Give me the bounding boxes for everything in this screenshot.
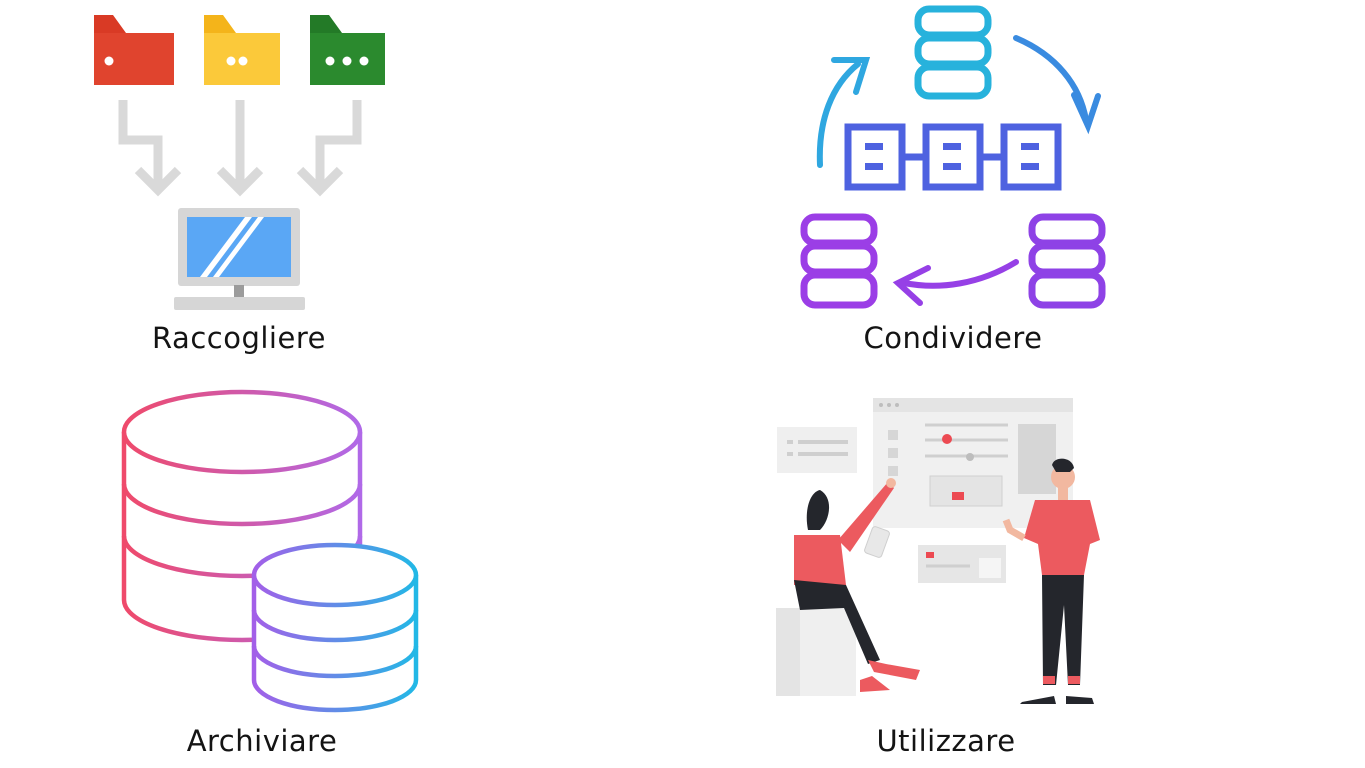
panel-collect: Raccogliere [0,0,480,370]
collect-label: Raccogliere [152,321,326,355]
panel-share: Condividere [760,0,1180,370]
green-folder-icon [310,15,385,85]
network-node-marks [865,143,1039,170]
bottom-right-database-icon [1028,213,1106,309]
man-figure [1002,458,1100,704]
folders-to-computer-icon [94,15,385,310]
store-label: Archiviare [186,724,338,758]
share-label: Condividere [863,321,1043,355]
people-dashboard-illustration [776,398,1100,704]
yellow-folder-icon [204,15,280,85]
panel-use: Utilizzare [760,380,1180,768]
use-label: Utilizzare [876,724,1016,758]
small-database-icon [251,542,419,713]
database-stack-icon [121,389,419,713]
sync-arrows-icon [816,35,1101,306]
woman-figure [794,478,920,692]
side-card [777,427,857,473]
top-database-icon [914,5,992,100]
panel-store: Archiviare [0,380,480,768]
computer-icon [174,208,305,310]
red-folder-icon [94,15,174,85]
small-card [918,545,1006,583]
network-nodes-icon [844,123,1062,191]
collect-arrows-icon [118,100,362,197]
bottom-left-database-icon [800,213,878,309]
database-sync-network-icon [800,5,1106,309]
